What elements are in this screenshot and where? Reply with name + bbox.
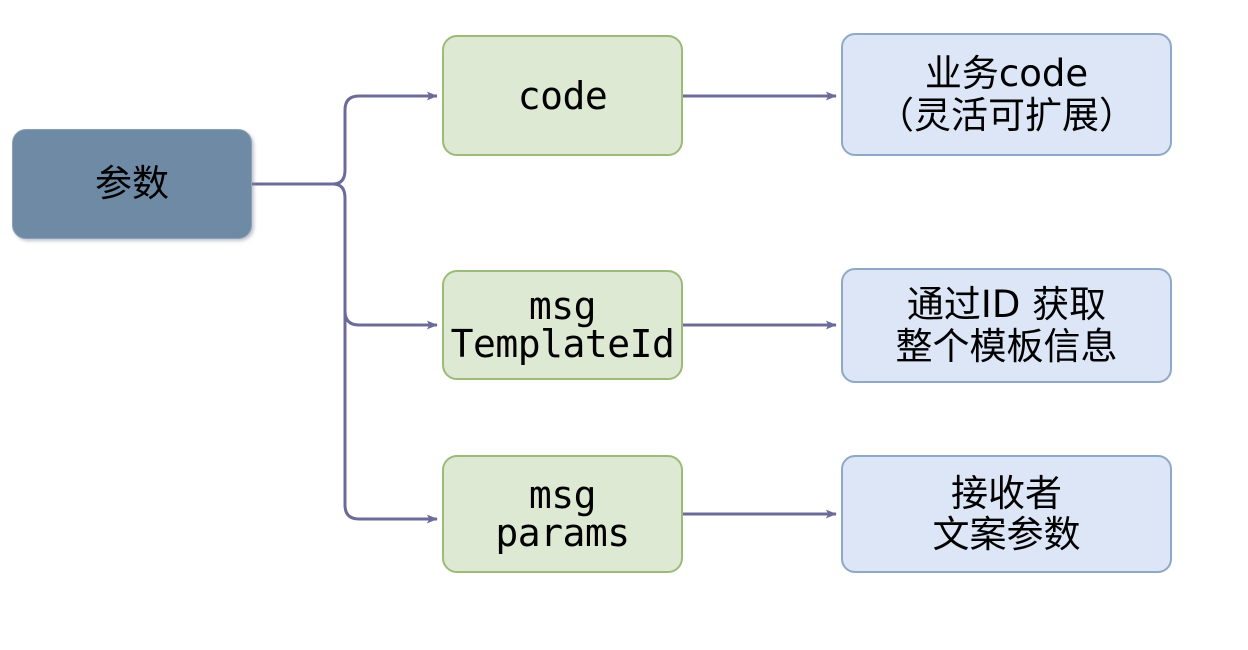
node-code-desc[interactable]: 业务code （灵活可扩展） [841, 33, 1172, 156]
node-code[interactable]: code [442, 35, 683, 156]
node-msg-params-desc-label: 接收者 文案参数 [932, 471, 1081, 556]
edge-root-to-msg-template-id [332, 182, 438, 330]
node-root-label: 参数 [95, 162, 169, 206]
node-msg-template-id-desc[interactable]: 通过ID 获取 整个模板信息 [841, 268, 1172, 383]
node-code-label: code [517, 73, 608, 118]
node-msg-params[interactable]: msg params [442, 455, 683, 573]
node-msg-template-id[interactable]: msg TemplateId [442, 270, 683, 380]
node-msg-params-desc[interactable]: 接收者 文案参数 [841, 455, 1172, 573]
node-msg-template-id-desc-label: 通过ID 获取 整个模板信息 [895, 283, 1118, 368]
edge-root-to-code [332, 91, 438, 186]
node-root[interactable]: 参数 [12, 129, 252, 239]
node-code-desc-label: 业务code （灵活可扩展） [877, 52, 1136, 137]
edge-root-to-msg-params [343, 198, 438, 524]
node-msg-params-label: msg params [495, 473, 630, 555]
node-msg-template-id-label: msg TemplateId [450, 284, 675, 366]
